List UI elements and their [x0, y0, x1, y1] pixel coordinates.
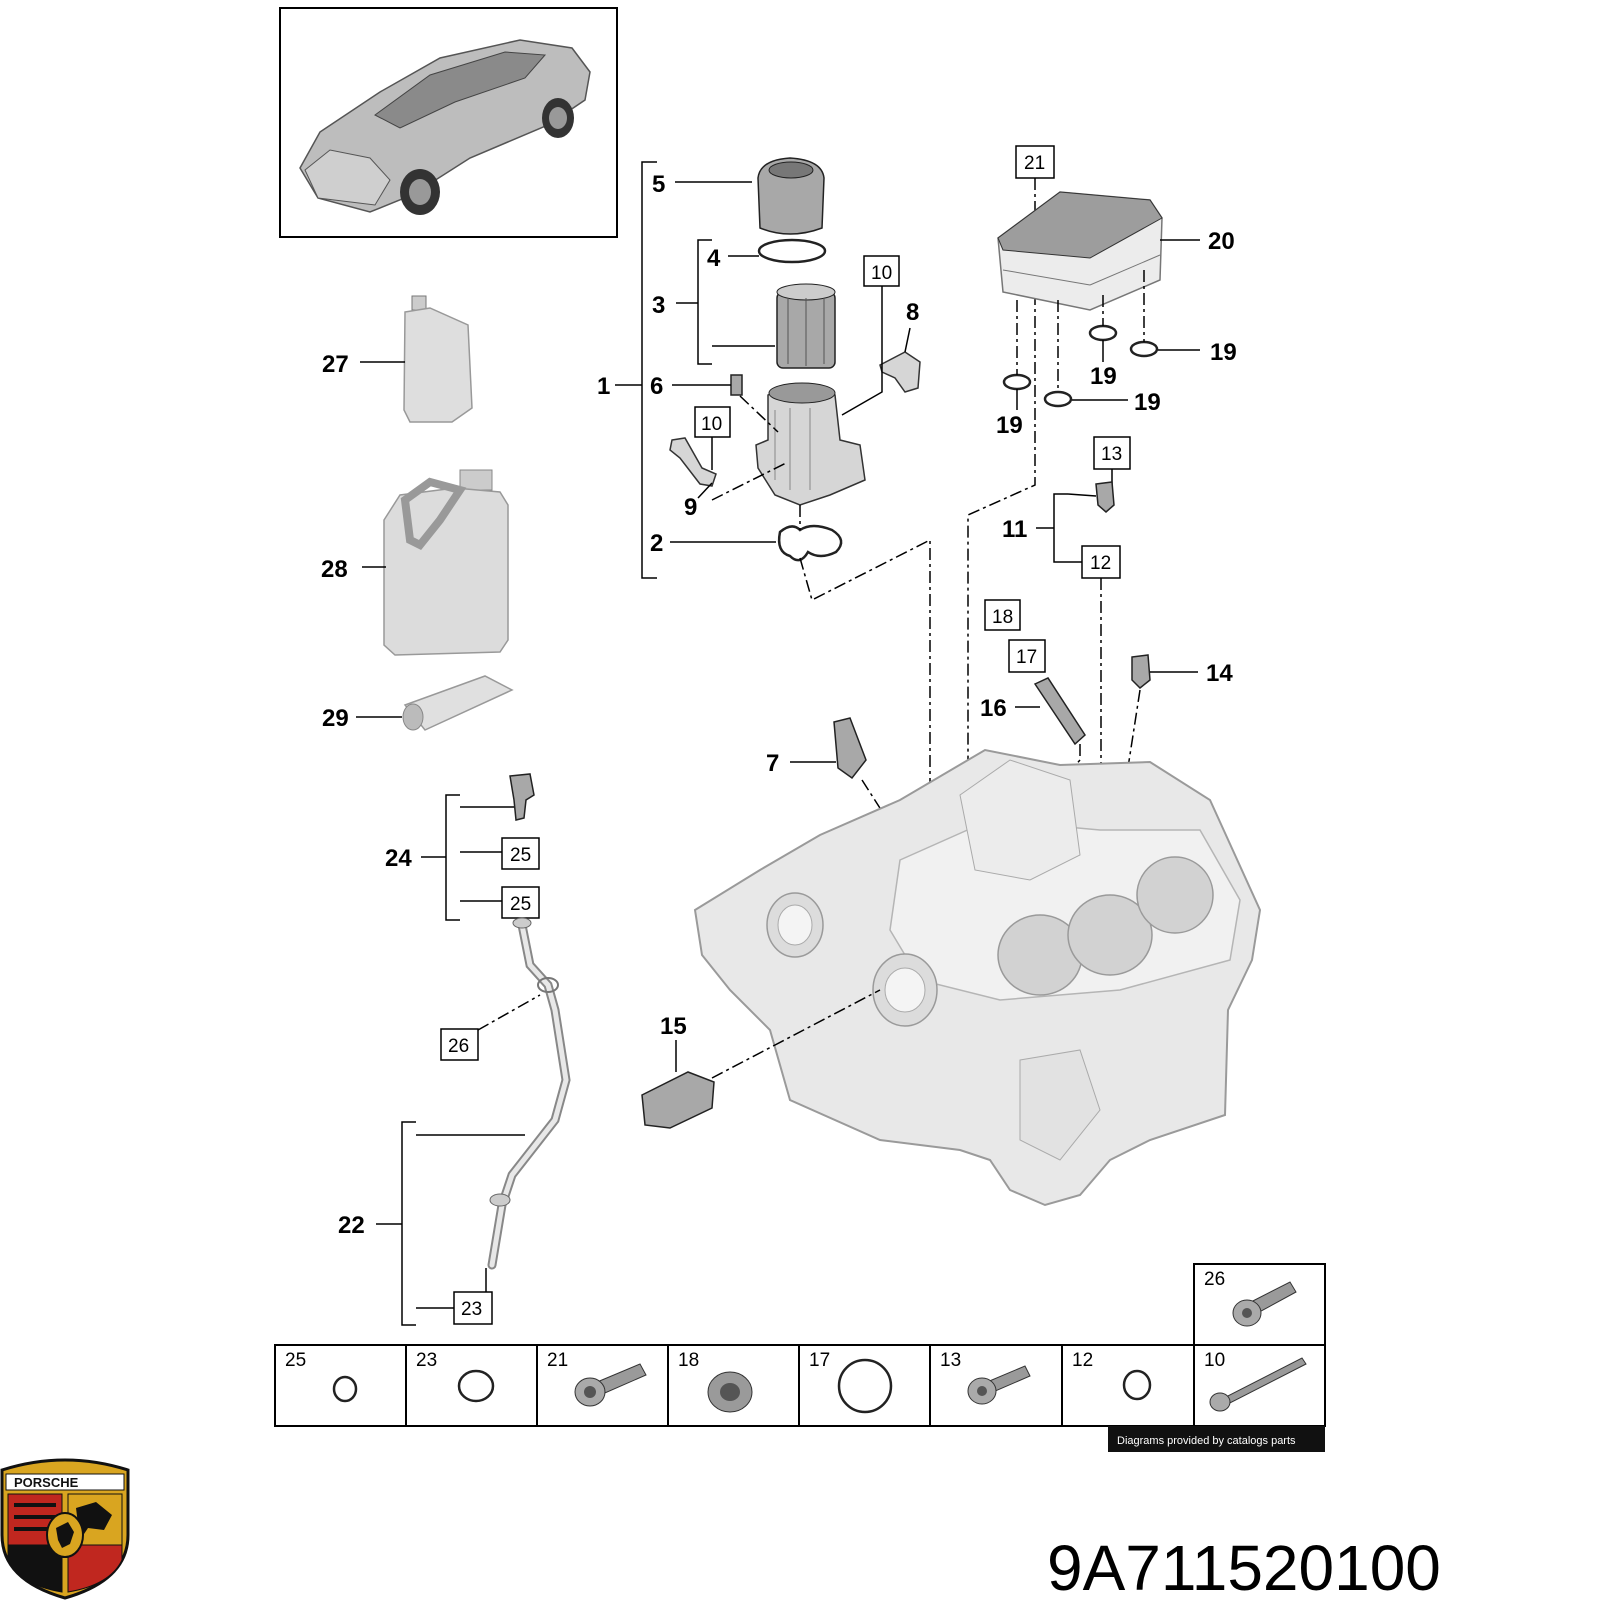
callout-27: 27	[322, 351, 349, 378]
part-29-grease-tube	[402, 675, 514, 731]
boxed-callout-23: 23	[461, 1299, 482, 1320]
vehicle-inset	[279, 7, 618, 238]
boxed-callout-17: 17	[1016, 647, 1037, 668]
callout-1: 1	[597, 373, 610, 400]
callout-19-right: 19	[1210, 339, 1237, 366]
hardware-cell-label: 23	[416, 1350, 437, 1371]
hardware-cell-label: 25	[285, 1350, 306, 1371]
callout-19-center: 19	[1090, 363, 1117, 390]
seal-ring-25	[332, 1375, 358, 1403]
part-4-o-ring	[757, 238, 827, 264]
boxed-callout-13: 13	[1101, 444, 1122, 465]
part-2-gasket	[777, 524, 843, 562]
part-16-valve	[1033, 677, 1086, 746]
callout-16: 16	[980, 695, 1007, 722]
callout-7: 7	[766, 750, 779, 777]
callout-9: 9	[684, 494, 697, 521]
part-3-filter-element	[776, 283, 836, 369]
boxed-callout-10-lower: 10	[701, 414, 722, 435]
part-19-ring-2	[1129, 340, 1159, 358]
engine-block	[693, 748, 1262, 1207]
part-19-ring-3	[1002, 373, 1032, 391]
seal-ring-23	[457, 1369, 495, 1403]
part-7-sensor	[833, 717, 867, 780]
boxed-callout-10-upper: 10	[871, 263, 892, 284]
boxed-callout-12: 12	[1090, 553, 1111, 574]
svg-text:PORSCHE: PORSCHE	[14, 1475, 79, 1490]
boxed-callout-25-lower: 25	[510, 894, 531, 915]
callout-2: 2	[650, 530, 663, 557]
hardware-cell-label: 17	[809, 1350, 830, 1371]
callout-19-left: 19	[996, 412, 1023, 439]
bolt-10	[1209, 1357, 1307, 1412]
callout-28: 28	[321, 556, 348, 583]
part-24-dipstick-tip	[509, 773, 535, 821]
boxed-callout-18: 18	[992, 607, 1013, 628]
part-22-guide-tube	[487, 920, 571, 1270]
credit-text: Diagrams provided by catalogs parts	[1117, 1435, 1296, 1447]
porsche-crest-logo: PORSCHE	[0, 1458, 130, 1600]
seal-ring-12	[1122, 1369, 1152, 1401]
callout-4: 4	[707, 245, 721, 272]
callout-29: 29	[322, 705, 349, 732]
part-11-sensor	[1095, 481, 1115, 513]
hardware-cell-label: 21	[547, 1350, 568, 1371]
bolt-26	[1232, 1281, 1297, 1327]
hardware-cell-label: 13	[940, 1350, 961, 1371]
callout-3: 3	[652, 292, 665, 319]
part-8-bracket	[879, 351, 921, 393]
hardware-table: 25 23 21 18 17 13 12 10 26	[274, 1263, 1326, 1427]
credit-bar	[1108, 1426, 1325, 1452]
hardware-cell-label: 12	[1072, 1350, 1093, 1371]
seal-ring-17	[837, 1358, 893, 1414]
callout-19-lower: 19	[1134, 389, 1161, 416]
callout-11: 11	[1002, 516, 1027, 543]
callout-5: 5	[652, 171, 665, 198]
plug-18	[707, 1371, 753, 1413]
part-6-sensor	[730, 374, 743, 396]
callout-20: 20	[1208, 228, 1235, 255]
callout-14: 14	[1206, 660, 1233, 687]
hardware-cell-label: 10	[1204, 1350, 1225, 1371]
hardware-cell-label: 18	[678, 1350, 699, 1371]
boxed-callout-26: 26	[448, 1036, 469, 1057]
part-9-bracket	[669, 437, 717, 487]
callout-22: 22	[338, 1212, 365, 1239]
boxed-callout-21: 21	[1024, 153, 1045, 174]
part-5-filter-cap	[675, 157, 825, 235]
callout-24: 24	[385, 845, 412, 872]
callout-15: 15	[660, 1013, 687, 1040]
part-19-ring-4	[1043, 390, 1073, 408]
part-27-oil-bottle	[403, 295, 473, 423]
bolt-21	[574, 1363, 647, 1407]
bolt-13	[967, 1365, 1031, 1405]
filter-housing	[755, 382, 866, 506]
part-20-oil-cooler	[997, 191, 1163, 311]
part-14-sensor	[1131, 654, 1151, 690]
bracket-1	[641, 161, 657, 579]
part-19-ring-1	[1088, 324, 1118, 342]
boxed-callout-25-upper: 25	[510, 845, 531, 866]
callout-6: 6	[650, 373, 663, 400]
part-28-oil-canister	[383, 469, 509, 656]
part-number: 9A711520100	[1047, 1532, 1441, 1600]
hardware-cell-label: 26	[1204, 1269, 1225, 1290]
callout-8: 8	[906, 299, 919, 326]
part-15-sensor	[641, 1071, 715, 1129]
